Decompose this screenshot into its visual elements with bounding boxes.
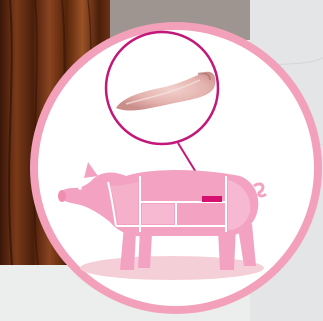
pig-shadow [80, 256, 264, 280]
tenderloin-cut-marker [202, 196, 222, 202]
